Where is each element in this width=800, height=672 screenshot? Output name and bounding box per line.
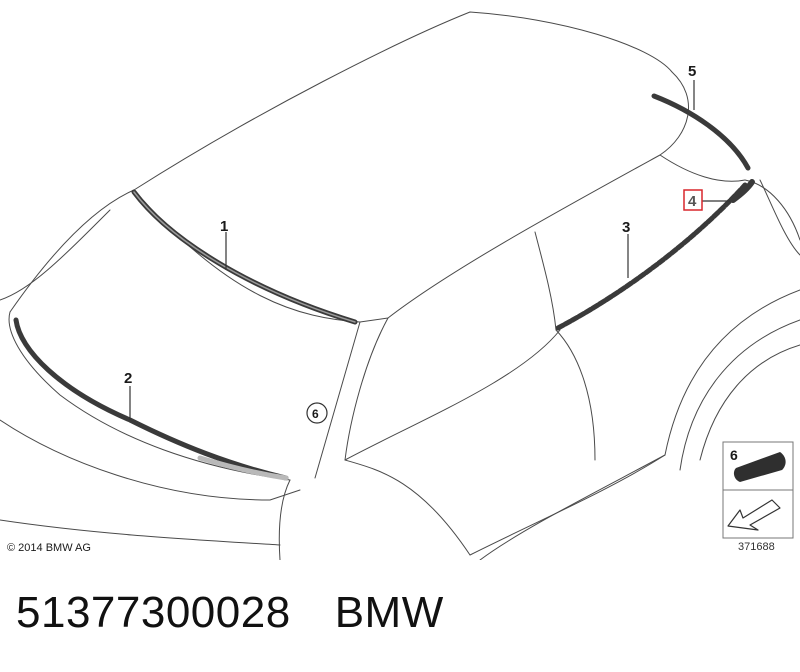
inset-part-6 (733, 452, 786, 482)
seal-strip-5 (651, 93, 751, 171)
seal-strip-2 (13, 317, 289, 481)
inset-arrow-icon (727, 499, 781, 531)
seal-strip-1 (131, 189, 358, 325)
seal-part-4 (730, 179, 755, 203)
seal-strip-3 (555, 182, 748, 331)
brand-name: BMW (334, 588, 444, 637)
callout-1[interactable]: 1 (220, 218, 228, 235)
part-number: 51377300028 (16, 588, 291, 637)
part-footer: 51377300028 BMW (16, 588, 444, 638)
callout-6[interactable]: 6 (312, 407, 319, 421)
inset-label: 6 (730, 447, 738, 463)
callout-5[interactable]: 5 (688, 63, 696, 80)
diagram-number: 371688 (738, 541, 775, 553)
callout-2[interactable]: 2 (124, 370, 132, 387)
callout-3[interactable]: 3 (622, 219, 630, 236)
callout-6-circle (306, 402, 328, 424)
inset-panel: 6 (722, 441, 794, 539)
copyright-text: © 2014 BMW AG (7, 542, 91, 554)
car-body-outline (0, 11, 800, 560)
callout-4[interactable]: 4 (688, 193, 697, 210)
callout-4-highlight-box (683, 189, 703, 211)
parts-diagram: 1 2 3 5 4 6 6 (0, 11, 800, 560)
